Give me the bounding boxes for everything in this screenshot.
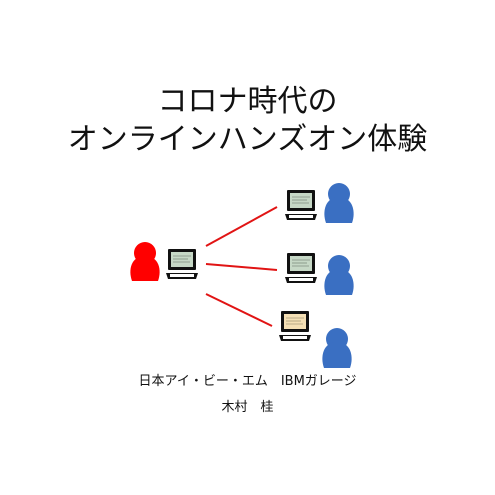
cover-title-line-1: コロナ時代の: [157, 84, 338, 119]
connection-line-top: [205, 206, 278, 247]
author-name: 木村 桂: [221, 400, 274, 415]
connection-line-middle: [205, 263, 278, 271]
organization-name: 日本アイ・ビー・エム IBMガレージ: [138, 374, 357, 389]
presenter-person-icon: [130, 242, 160, 281]
participant-person-icon: [324, 183, 354, 223]
participant-person-icon: [324, 255, 354, 295]
presenter-laptop-icon: [165, 248, 199, 280]
participant-laptop-icon: [284, 252, 318, 284]
participant-laptop-icon: [278, 310, 312, 342]
connection-line-bottom: [205, 293, 273, 327]
participant-laptop-icon: [284, 189, 318, 221]
participant-person-icon: [322, 328, 352, 368]
cover-title-line-2: オンラインハンズオン体験: [67, 122, 428, 157]
